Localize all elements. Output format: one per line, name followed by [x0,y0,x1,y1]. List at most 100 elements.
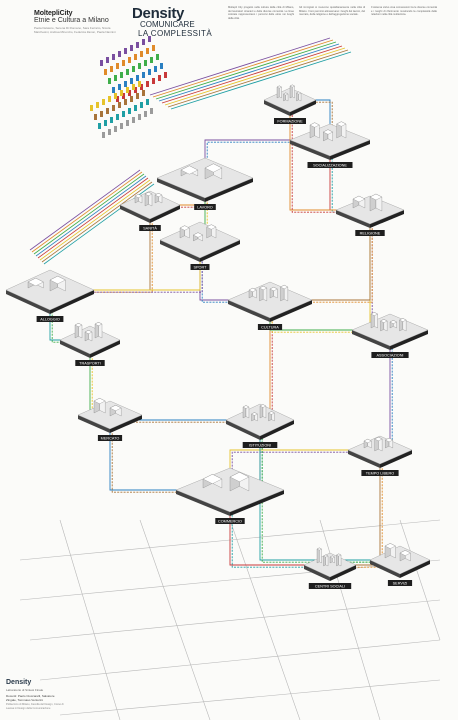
route-line [37,177,149,259]
person-icon [122,60,125,66]
building [336,553,342,557]
route-line [29,169,141,251]
person-icon [104,120,107,126]
building [280,284,289,290]
person-icon [112,54,115,60]
platform-top [159,221,241,259]
person-icon [122,111,125,117]
person-icon [124,99,127,105]
platform-side [150,205,180,223]
building [316,547,322,551]
route-line [261,422,403,563]
person-icon [140,102,143,108]
route-line [170,51,352,110]
place-platforms [5,84,431,581]
platform-top [227,281,313,319]
place-label: ALLOGGIO [40,318,60,322]
person-icon [148,36,151,42]
person-icon [134,87,137,93]
person-icon [154,66,157,72]
building [204,163,223,173]
place-label: LAVORO [197,206,213,210]
building [202,474,223,484]
platform-side [348,450,380,468]
person-icon [136,42,139,48]
person-icon [142,72,145,78]
building [276,85,282,89]
platform-side [260,420,294,440]
person-icon [132,117,135,123]
person-icon [90,105,93,111]
place-label: CULTURA [261,326,279,330]
building [384,437,394,443]
person-icon [134,105,137,111]
building [380,319,388,323]
building [94,322,103,326]
place-label: TRASPORTI [79,362,101,366]
person-icon [94,114,97,120]
building [192,232,204,238]
building [323,554,329,558]
intro-paragraph-2: Gli immigrati si muovono quotidianamente… [299,6,365,17]
building [74,323,83,327]
person-icon [114,93,117,99]
building [154,193,163,197]
platform-side [290,140,330,160]
route-line [332,452,383,568]
main-title-block: Density COMUNICARE LA COMPLESSITÀ [132,6,224,38]
platform-side [160,240,200,262]
place-label-bg [257,324,283,330]
person-icon [112,87,115,93]
person-icon [142,90,145,96]
building [179,225,190,231]
building [84,330,93,334]
person-icon [106,108,109,114]
person-icon [128,90,131,96]
route-line [149,37,331,96]
route-line [382,332,393,453]
place-label: CENTRI SOCIALI [315,585,345,589]
person-icon [150,108,153,114]
place-label: COMMERCIO [218,520,242,524]
person-icon [122,93,125,99]
place-label: SERVIZI [393,582,408,586]
platform-side [370,210,404,228]
person-icon [116,96,119,102]
person-icon [118,102,121,108]
platform-side [270,300,312,322]
building [369,193,383,201]
person-icon [138,81,141,87]
place-label: SPORT [193,266,207,270]
person-icon [118,51,121,57]
person-icon [138,63,141,69]
intro-paragraph-1: Moltepli City progetto sulla cultura del… [228,6,294,20]
route-line [164,47,346,106]
route-line [155,41,337,100]
place-label: ASSOCIAZIONI [376,354,403,358]
building [49,275,66,285]
person-icon [148,69,151,75]
person-icon [144,111,147,117]
footer: Density Laboratorio di Sintesi Finale Do… [6,679,66,710]
person-icon [146,48,149,54]
person-icon [114,126,117,132]
building [322,129,334,135]
person-icon [108,78,111,84]
person-icon [144,60,147,66]
road-grid [19,519,441,720]
person-icon [138,114,141,120]
building [259,404,267,408]
main-title: Density [132,5,185,22]
place-label: SOCIALIZZAZIONE [313,164,347,168]
building [144,192,153,196]
main-subtitle-1: COMUNICARE [140,20,195,29]
person-icon [126,87,129,93]
platform-top [351,313,429,347]
project-title-block: MoltepliCity Etnie e Cultura a Milano Pa… [34,10,126,34]
person-icon [116,63,119,69]
person-icon [112,105,115,111]
person-icon [110,117,113,123]
platform-side [336,210,370,228]
route-line [330,450,381,566]
building [399,318,407,322]
